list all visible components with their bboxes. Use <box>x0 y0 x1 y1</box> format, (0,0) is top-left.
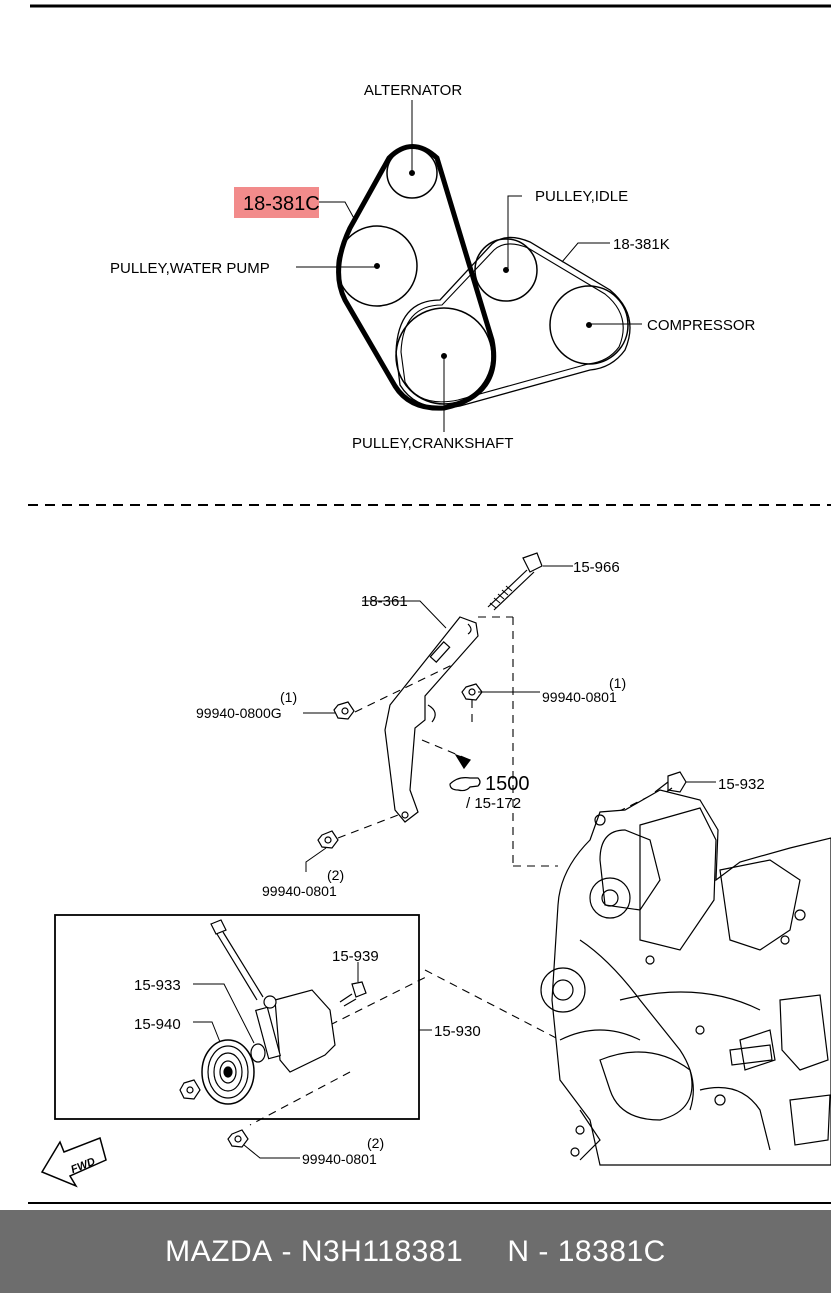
label-nut-lower-qty: (2) <box>327 867 344 883</box>
bracket-assembly <box>40 552 716 1188</box>
label-belt-k: 18-381K <box>613 236 670 253</box>
label-bracket-18-361: 18-361 <box>361 593 408 610</box>
bolt-15-966 <box>487 552 543 611</box>
footer-sep1: - <box>272 1234 301 1268</box>
label-bolt-15-939: 15-939 <box>332 948 379 965</box>
pulley-nut <box>179 1079 201 1100</box>
label-nut-lower-code: 99940-0801 <box>262 883 337 899</box>
tensioner-body <box>274 989 336 1073</box>
label-pulley-idle: PULLEY,IDLE <box>535 188 628 205</box>
label-nut-bottom-code: 99940-0801 <box>302 1151 377 1167</box>
label-bolt-15-932: 15-932 <box>718 776 765 793</box>
label-crankshaft: PULLEY,CRANKSHAFT <box>352 435 513 452</box>
tensioner-bolt <box>210 919 264 1001</box>
footer-prefix: N <box>507 1234 530 1268</box>
label-tensioner-15-930: 15-930 <box>434 1023 481 1040</box>
footer-oem-number: N3H118381 <box>300 1234 464 1268</box>
label-compressor: COMPRESSOR <box>647 317 756 334</box>
bracket-18-361 <box>384 616 479 823</box>
nut-99940-0801-bottom <box>227 1129 249 1148</box>
footer-part-code: 18381C <box>557 1234 666 1268</box>
label-nut-left-qty: (1) <box>280 689 297 705</box>
part-number-footer: MAZDA - N3H118381 N - 18381C <box>0 1210 831 1293</box>
label-nut-left-code: 99940-0800G <box>196 705 282 721</box>
label-water-pump: PULLEY,WATER PUMP <box>110 260 270 277</box>
nut-99940-0801-lower <box>317 830 339 849</box>
reference-hand-icon <box>449 777 481 792</box>
engine-block-sketch <box>540 789 831 1166</box>
belt-18-381k-inner <box>400 243 624 403</box>
washer-15-933 <box>250 1043 266 1063</box>
nut-99940-0801-right <box>461 683 483 701</box>
idler-pulley-15-940 <box>201 1039 255 1105</box>
label-bolt-15-966: 15-966 <box>573 559 620 576</box>
label-nut-right-qty: (1) <box>609 675 626 691</box>
bolt-15-939 <box>339 981 367 1007</box>
label-highlight-part: 18-381C <box>243 193 320 215</box>
belt-18-381k-outer <box>395 236 631 409</box>
label-nut-right-code: 99940-0801 <box>542 689 617 705</box>
belt-routing-diagram <box>296 100 642 432</box>
nut-99940-0800g <box>333 701 355 720</box>
footer-sep2: - <box>529 1234 558 1268</box>
parts-diagram: ALTERNATOR 18-381C PULLEY,IDLE 18-381K P… <box>28 4 831 1204</box>
label-ref-section: 1500 <box>485 773 530 795</box>
tensioner-assembly-box <box>54 914 420 1120</box>
highlight-box <box>234 187 319 218</box>
footer-brand: MAZDA <box>165 1234 273 1268</box>
label-nut-bottom-qty: (2) <box>367 1135 384 1151</box>
footer-gap <box>463 1235 507 1269</box>
label-washer-15-933: 15-933 <box>134 977 181 994</box>
label-ref-page: / 15-172 <box>466 795 521 812</box>
fwd-arrow-icon <box>40 1136 107 1188</box>
label-alternator: ALTERNATOR <box>364 82 463 99</box>
belt-18-381c <box>336 144 497 411</box>
label-idler-15-940: 15-940 <box>134 1016 181 1033</box>
